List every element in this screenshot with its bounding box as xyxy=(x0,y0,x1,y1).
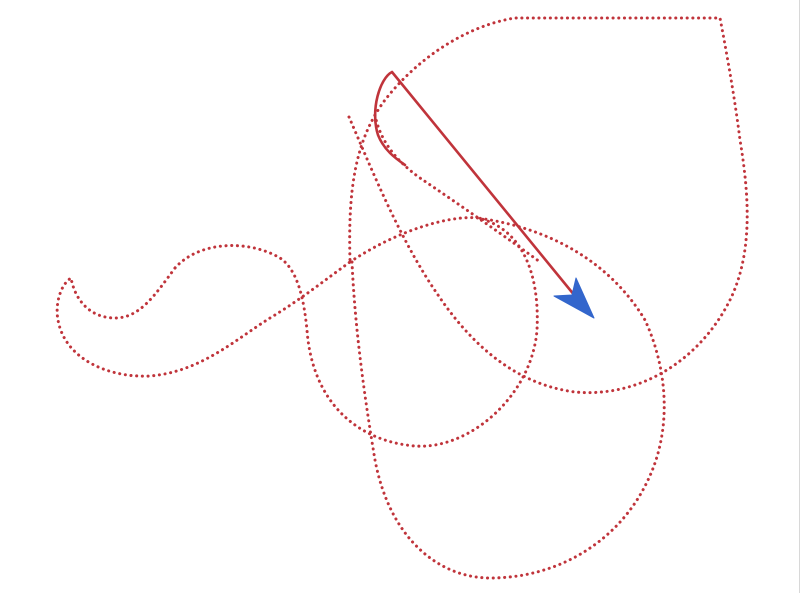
trail-lower-circle xyxy=(350,216,666,580)
trail-connector xyxy=(373,113,542,264)
trail-solid-segment xyxy=(373,70,577,298)
turtle-arrow-icon xyxy=(553,277,595,319)
trail-inner-circle xyxy=(173,216,539,448)
canvas-edge xyxy=(799,0,800,593)
turtle-trail xyxy=(55,16,749,580)
trail-left-hook xyxy=(55,260,352,378)
trail-upper-loop xyxy=(347,16,749,395)
